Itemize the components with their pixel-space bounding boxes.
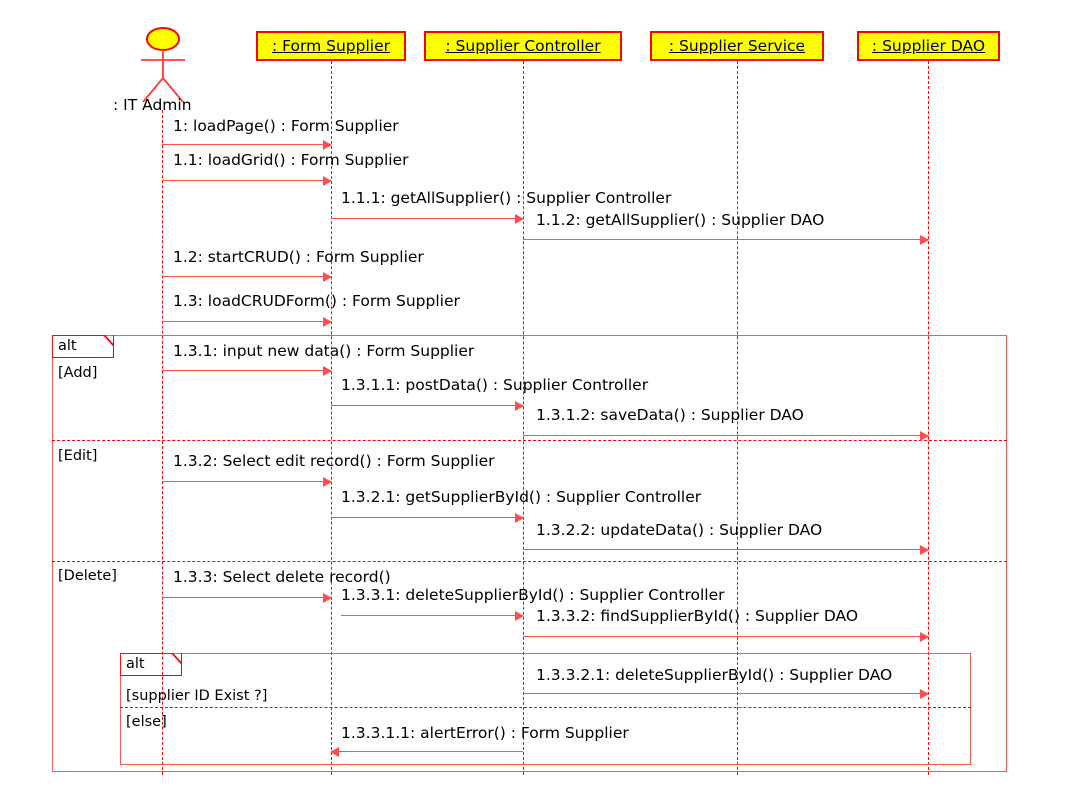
message-arrow-1-3-2[interactable] (162, 477, 332, 487)
message-label-1-3-1-1: 1.3.1.1: postData() : Supplier Controlle… (341, 376, 649, 394)
message-label-1-3-3-2-1: 1.3.3.2.1: deleteSupplierById() : Suppli… (536, 666, 893, 684)
lifeline-supplier-service (737, 61, 738, 775)
message-label-1-3-3: 1.3.3: Select delete record() (173, 568, 391, 586)
guard-add: [Add] (58, 365, 98, 381)
fragment-divider-delete (52, 561, 1007, 562)
message-arrow-1-1-2[interactable] (523, 235, 929, 245)
message-label-1-3-1-2: 1.3.1.2: saveData() : Supplier DAO (536, 406, 804, 424)
fragment-alt-inner-tag (120, 653, 182, 676)
message-label-1-3-3-1-1: 1.3.3.1.1: alertError() : Form Supplier (341, 724, 629, 742)
message-label-1-1-2: 1.1.2: getAllSupplier() : Supplier DAO (536, 211, 825, 229)
message-arrow-1-3-1-1[interactable] (331, 401, 524, 411)
lifeline-label-supplier-controller: : Supplier Controller (445, 37, 601, 55)
message-label-1: 1: loadPage() : Form Supplier (173, 117, 399, 135)
lifeline-supplier-dao (928, 61, 929, 775)
message-label-1-1: 1.1: loadGrid() : Form Supplier (173, 151, 409, 169)
message-arrow-1-3[interactable] (162, 317, 332, 327)
message-label-1-3-2-2: 1.3.2.2: updateData() : Supplier DAO (536, 521, 823, 539)
lifeline-header-supplier-service[interactable]: : Supplier Service (650, 31, 824, 61)
message-label-1-3-3-2: 1.3.3.2: findSupplierById() : Supplier D… (536, 607, 859, 625)
message-arrow-1[interactable] (162, 140, 332, 150)
message-arrow-1-3-3[interactable] (162, 593, 332, 603)
guard-supplier-id-exist: [supplier ID Exist ?] (126, 688, 268, 704)
guard-else: [else] (126, 714, 167, 730)
fragment-alt-inner-operator: alt (126, 656, 145, 672)
message-label-1-3-2-1: 1.3.2.1: getSupplierById() : Supplier Co… (341, 488, 702, 506)
message-label-1-3-3-1: 1.3.3.1: deleteSupplierById() : Supplier… (341, 586, 725, 604)
message-arrow-1-3-1[interactable] (162, 366, 332, 376)
fragment-alt-outer (52, 335, 1007, 772)
message-label-1-3-1: 1.3.1: input new data() : Form Supplier (173, 342, 475, 360)
message-label-1-1-1: 1.1.1: getAllSupplier() : Supplier Contr… (341, 189, 672, 207)
message-arrow-1-3-2-2[interactable] (523, 545, 929, 555)
lifeline-header-supplier-dao[interactable]: : Supplier DAO (857, 31, 1000, 61)
actor-stick-figure-icon (141, 27, 185, 103)
lifeline-actor (162, 110, 163, 775)
actor-label-it-admin: : IT Admin (113, 96, 192, 114)
fragment-alt-outer-operator: alt (58, 338, 77, 354)
lifeline-label-form-supplier: : Form Supplier (272, 37, 390, 55)
lifeline-label-supplier-service: : Supplier Service (668, 37, 806, 55)
fragment-alt-inner (120, 653, 971, 765)
fragment-divider-edit (52, 440, 1007, 441)
message-label-1-3-2: 1.3.2: Select edit record() : Form Suppl… (173, 452, 495, 470)
guard-edit: [Edit] (58, 448, 98, 464)
fragment-alt-outer-tag (52, 335, 114, 358)
actor-it-admin[interactable] (132, 26, 194, 108)
message-arrow-1-1[interactable] (162, 176, 332, 186)
message-arrow-1-3-2-1[interactable] (331, 513, 524, 523)
message-arrow-1-3-3-1-1[interactable] (330, 747, 523, 757)
message-arrow-1-3-3-1[interactable] (341, 611, 524, 621)
lifeline-form-supplier (331, 61, 332, 775)
message-arrow-1-3-1-2[interactable] (523, 431, 929, 441)
message-arrow-1-2[interactable] (162, 272, 332, 282)
message-arrow-1-1-1[interactable] (331, 214, 524, 224)
message-arrow-1-3-3-2[interactable] (523, 632, 929, 642)
message-arrow-1-3-3-2-1[interactable] (523, 689, 929, 699)
message-label-1-3: 1.3: loadCRUDForm() : Form Supplier (173, 292, 460, 310)
message-label-1-2: 1.2: startCRUD() : Form Supplier (173, 248, 424, 266)
lifeline-label-supplier-dao: : Supplier DAO (871, 37, 986, 55)
guard-delete: [Delete] (58, 568, 117, 584)
lifeline-supplier-controller (523, 61, 524, 775)
lifeline-header-form-supplier[interactable]: : Form Supplier (256, 31, 406, 61)
fragment-divider-else (120, 707, 971, 708)
lifeline-header-supplier-controller[interactable]: : Supplier Controller (424, 31, 622, 61)
